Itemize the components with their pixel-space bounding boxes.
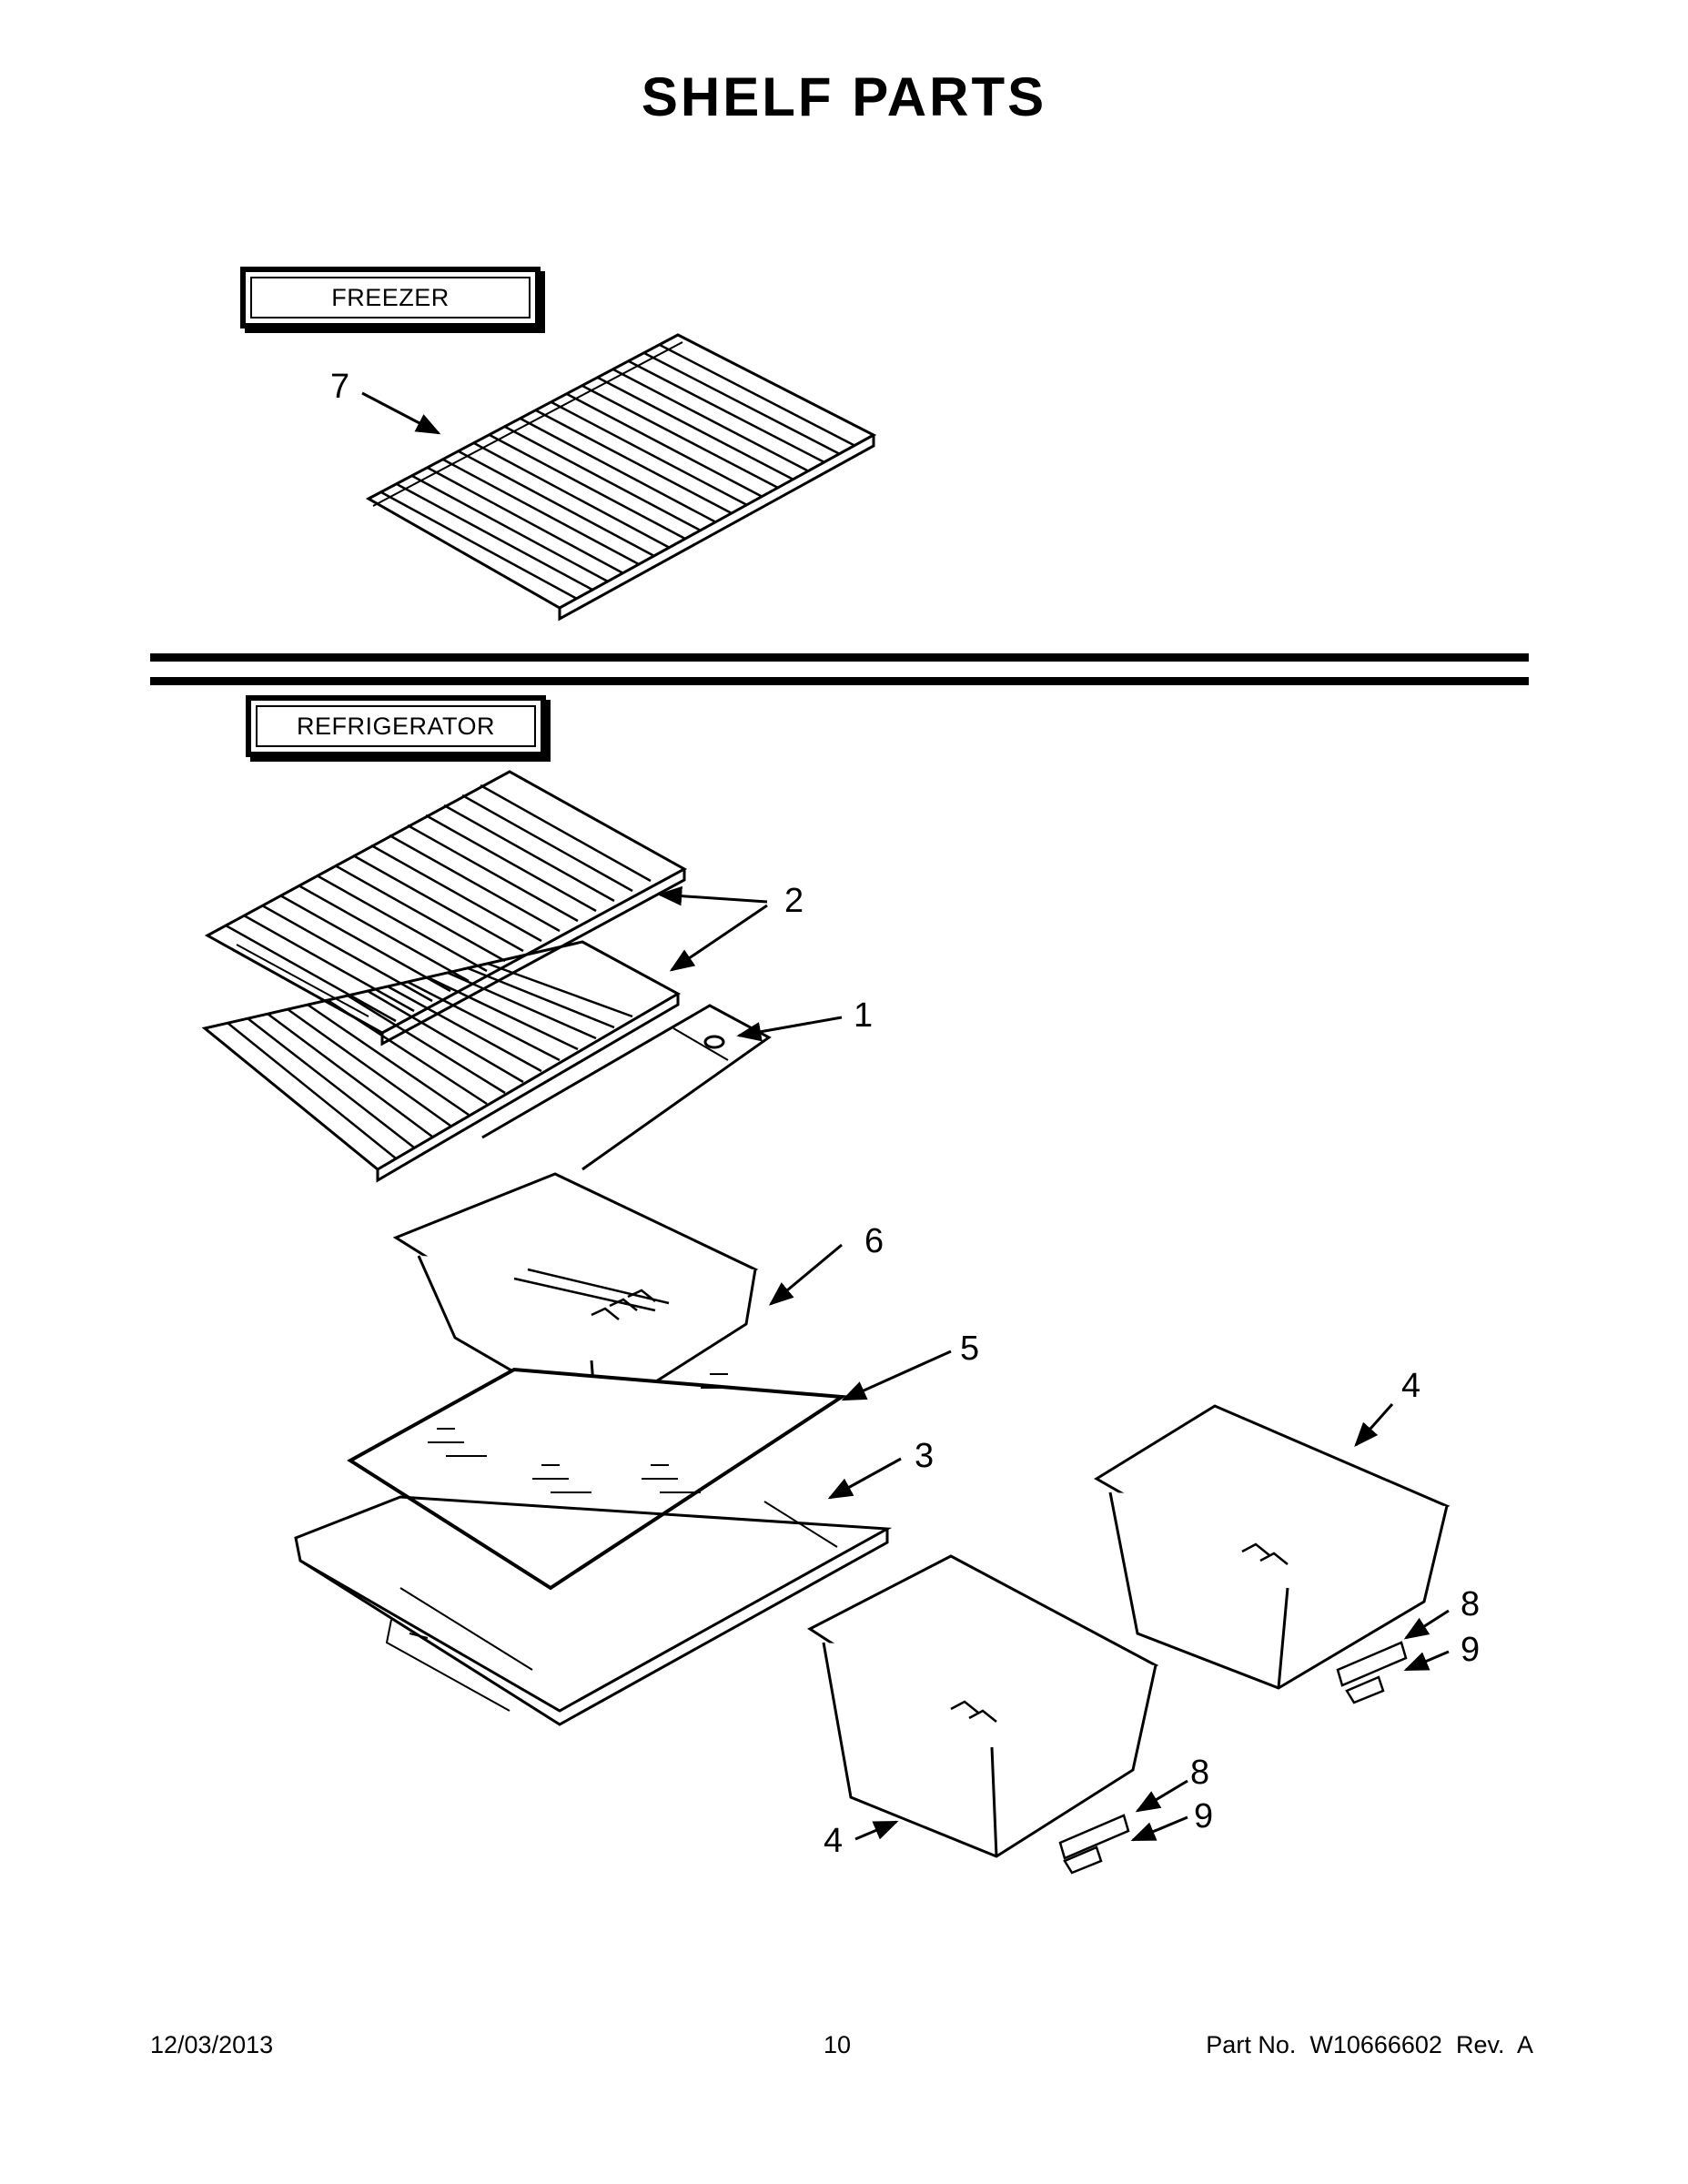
refrigerator-wire-shelf-lower xyxy=(201,940,682,1183)
freezer-wire-shelf xyxy=(365,333,877,622)
section-divider-top xyxy=(150,653,1529,662)
drawer-slide-bracket-right xyxy=(1336,1641,1408,1704)
footer-page-number: 10 xyxy=(824,2031,852,2058)
callout-4-left: 4 xyxy=(824,1822,843,1860)
callout-8-right: 8 xyxy=(1461,1585,1480,1623)
callout-5: 5 xyxy=(960,1330,979,1368)
section-divider-bottom xyxy=(150,677,1529,685)
callout-8-left: 8 xyxy=(1190,1754,1209,1792)
footer-date: 12/03/2013 xyxy=(150,2031,274,2058)
page-title: SHELF PARTS xyxy=(641,66,1047,127)
leader-lines xyxy=(361,391,1450,1842)
crisper-cover-frame xyxy=(481,1004,772,1171)
callout-9-left: 9 xyxy=(1194,1797,1213,1835)
refrigerator-section-label: REFRIGERATOR xyxy=(246,695,546,757)
callout-7: 7 xyxy=(330,368,349,406)
footer-part-number: Part No. W10666602 Rev. A xyxy=(1206,2031,1533,2058)
crisper-drawer-left xyxy=(807,1554,1159,1858)
callout-2: 2 xyxy=(784,882,804,920)
refrigerator-wire-shelf-upper xyxy=(204,770,688,1046)
callout-1: 1 xyxy=(854,996,873,1035)
crisper-drawer-right xyxy=(1094,1404,1450,1690)
crisper-frame xyxy=(294,1495,893,1726)
callout-6: 6 xyxy=(864,1222,884,1260)
glass-shelf xyxy=(347,1367,847,1591)
freezer-section-label: FREEZER xyxy=(240,267,541,329)
drawer-slide-bracket-left xyxy=(1058,1814,1130,1875)
callout-4-right: 4 xyxy=(1401,1367,1420,1405)
refrigerator-label-text: REFRIGERATOR xyxy=(256,705,536,747)
callout-9-right: 9 xyxy=(1461,1631,1480,1669)
callout-3: 3 xyxy=(915,1437,934,1475)
freezer-label-text: FREEZER xyxy=(250,277,531,318)
